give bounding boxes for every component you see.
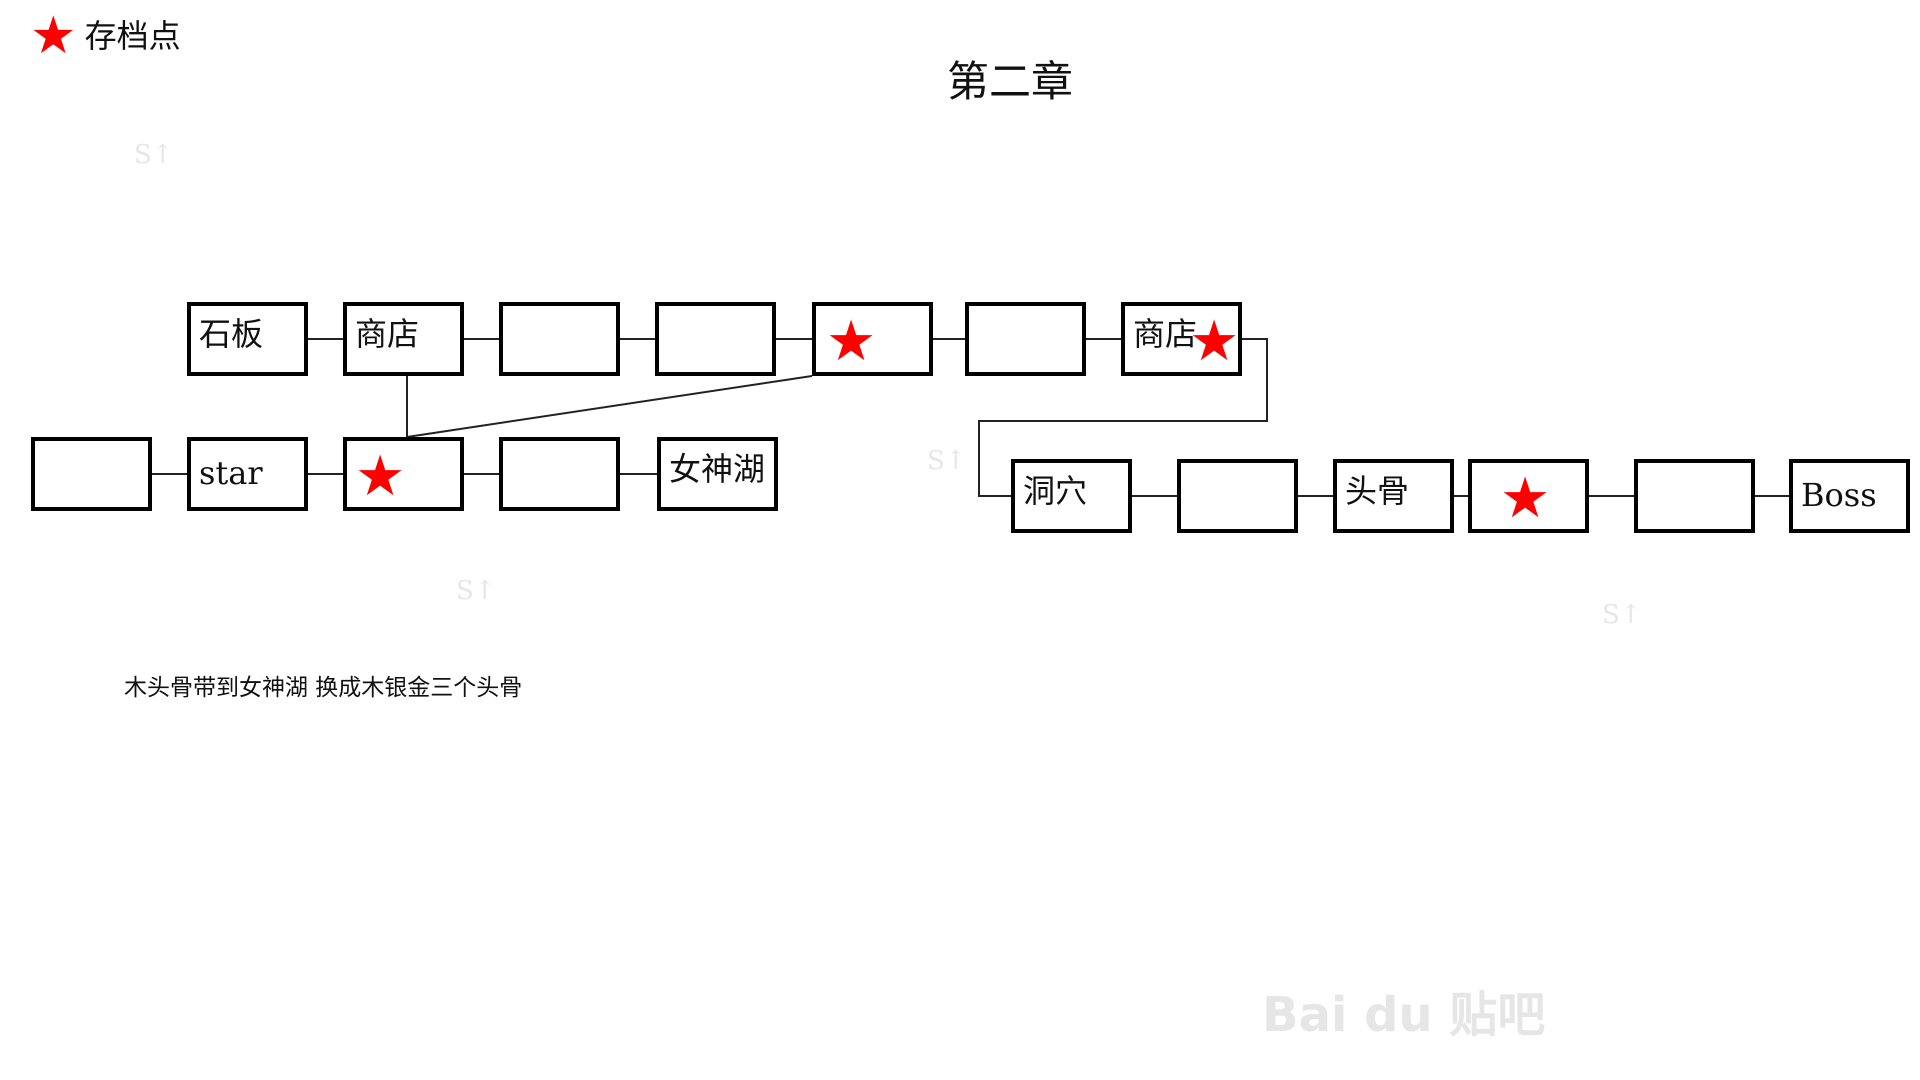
route-node [1177, 459, 1298, 533]
watermark-mark: S↑ [1602, 600, 1642, 630]
node-label: 女神湖 [669, 450, 766, 488]
node-label: 商店 [1133, 315, 1198, 353]
node-label: star [199, 454, 263, 492]
route-node: ★ [812, 302, 933, 376]
node-label: 洞穴 [1023, 472, 1088, 510]
save-point-star-icon: ★ [1500, 466, 1551, 531]
watermark-mark: S↑ [134, 140, 174, 170]
save-point-star-icon: ★ [1189, 309, 1240, 374]
route-node: 头骨 [1333, 459, 1454, 533]
route-node: 商店★ [1121, 302, 1242, 376]
star-icon: ★ [30, 6, 77, 66]
node-label: Boss [1801, 476, 1877, 514]
node-label: 商店 [355, 315, 420, 353]
route-node: 石板 [187, 302, 308, 376]
chapter-title: 第二章 [946, 57, 1073, 106]
watermark-mark: S↑ [927, 446, 967, 476]
save-point-star-icon: ★ [355, 444, 406, 509]
route-node: 商店 [343, 302, 464, 376]
route-node [31, 437, 152, 511]
node-label: 头骨 [1345, 472, 1410, 510]
route-node: 女神湖 [657, 437, 778, 511]
route-node [965, 302, 1086, 376]
node-label: 石板 [199, 315, 264, 353]
watermark-mark: S↑ [456, 576, 496, 606]
route-node: ★ [343, 437, 464, 511]
route-node [499, 302, 620, 376]
save-point-star-icon: ★ [826, 309, 877, 374]
route-node: ★ [1468, 459, 1589, 533]
route-connector [978, 338, 1268, 497]
route-node [1634, 459, 1755, 533]
watermark-logo: Bai du 贴吧 [1262, 987, 1546, 1043]
route-node: Boss [1789, 459, 1910, 533]
route-node: star [187, 437, 308, 511]
legend-label: 存档点 [84, 17, 181, 55]
route-note: 木头骨带到女神湖 换成木银金三个头骨 [124, 675, 523, 701]
legend: ★ 存档点 [30, 6, 181, 66]
route-connector [406, 375, 813, 438]
route-node [499, 437, 620, 511]
route-node [655, 302, 776, 376]
route-node: 洞穴 [1011, 459, 1132, 533]
